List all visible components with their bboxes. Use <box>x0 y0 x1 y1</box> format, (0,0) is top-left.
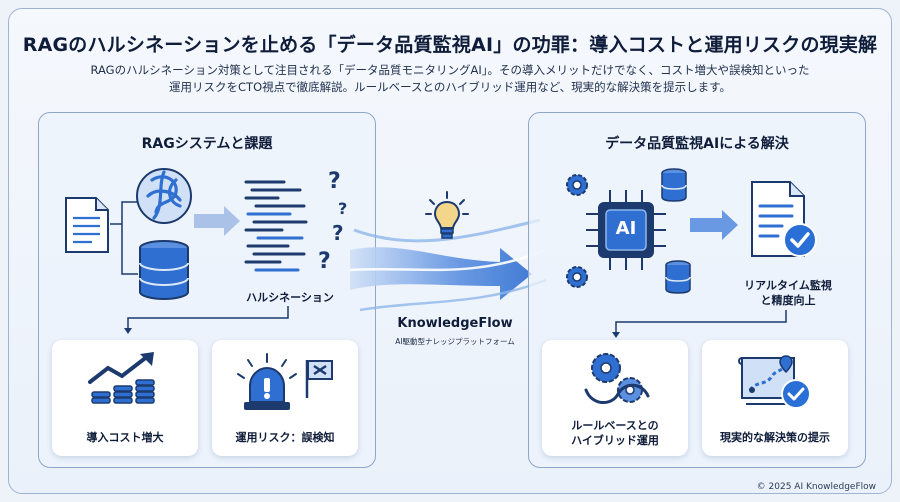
left-panel-title: RAGシステムと課題 <box>141 136 273 152</box>
page-title: RAGのハルシネーションを止める「データ品質監視AI」の功罪：導入コストと運用リ… <box>22 34 878 56</box>
realistic-solution-label: 現実的な解決策の提示 <box>720 431 830 444</box>
error-flag-icon <box>305 360 333 398</box>
garbled-text-icon <box>244 180 308 272</box>
roadmap-check-icon <box>738 355 811 409</box>
svg-text:?: ? <box>338 199 347 218</box>
knowledge-flow-stream <box>349 218 547 312</box>
hybrid-label-line-1: ルールベースとの <box>571 419 659 432</box>
doc-connector <box>110 201 138 275</box>
flow-arrow-right <box>690 210 738 240</box>
monitor-label: リアルタイム監視 と精度向上 <box>728 278 848 308</box>
brand-name: KnowledgeFlow <box>397 316 513 331</box>
report-check-icon <box>751 181 817 257</box>
brand-tagline: AI駆動型ナレッジプラットフォーム <box>395 337 515 346</box>
flow-arrow-left <box>194 206 240 236</box>
database-icon <box>139 240 189 301</box>
question-mark-icons: ? ? ? ? <box>318 169 347 274</box>
gear-icon <box>566 174 588 196</box>
ai-chip-icon <box>586 190 666 270</box>
hybrid-operation-card: ルールベースとの ハイブリッド運用 <box>542 340 688 456</box>
realistic-solution-card: 現実的な解決策の提示 <box>702 340 848 456</box>
false-detection-card: 運用リスク：誤検知 <box>212 340 358 456</box>
monitor-label-line-2: と精度向上 <box>760 294 816 307</box>
subtitle-line-2: 運用リスクをCTO視点で徹底解説。ルールベースとのハイブリッド運用など、現実的な… <box>169 80 731 94</box>
cost-increase-card: 導入コスト増大 <box>52 340 198 456</box>
cost-increase-label: 導入コスト増大 <box>86 431 164 444</box>
left-card-connector <box>124 306 289 334</box>
right-card-connector <box>612 310 787 338</box>
hallucination-label: ハルシネーション <box>246 291 334 304</box>
gear-icon-bottom <box>566 266 588 288</box>
subtitle-line-1: RAGのハルシネーション対策として注目される「データ品質モニタリングAI」。その… <box>90 63 810 77</box>
false-detection-label: 運用リスク：誤検知 <box>235 431 335 444</box>
neural-network-icon <box>136 168 192 224</box>
alarm-light-icon <box>237 353 297 410</box>
rising-cost-icon <box>88 352 155 404</box>
ai-chip-text: AI <box>615 218 637 239</box>
svg-text:?: ? <box>332 221 344 245</box>
database-icon-small <box>661 168 687 202</box>
page-subtitle: RAGのハルシネーション対策として注目される「データ品質モニタリングAI」。その… <box>60 62 840 96</box>
monitor-label-line-1: リアルタイム監視 <box>744 279 832 292</box>
svg-text:?: ? <box>318 249 331 274</box>
hybrid-operation-label: ルールベースとの ハイブリッド運用 <box>542 418 688 448</box>
database-icon-bottom <box>665 260 691 294</box>
copyright-text: © 2025 AI KnowledgeFlow <box>756 482 876 492</box>
lightbulb-icon <box>425 191 469 239</box>
hybrid-gears-icon <box>584 353 650 404</box>
svg-text:?: ? <box>328 169 341 194</box>
right-panel-title: データ品質監視AIによる解決 <box>605 136 789 152</box>
document-icon <box>65 197 109 253</box>
hybrid-label-line-2: ハイブリッド運用 <box>571 434 659 447</box>
